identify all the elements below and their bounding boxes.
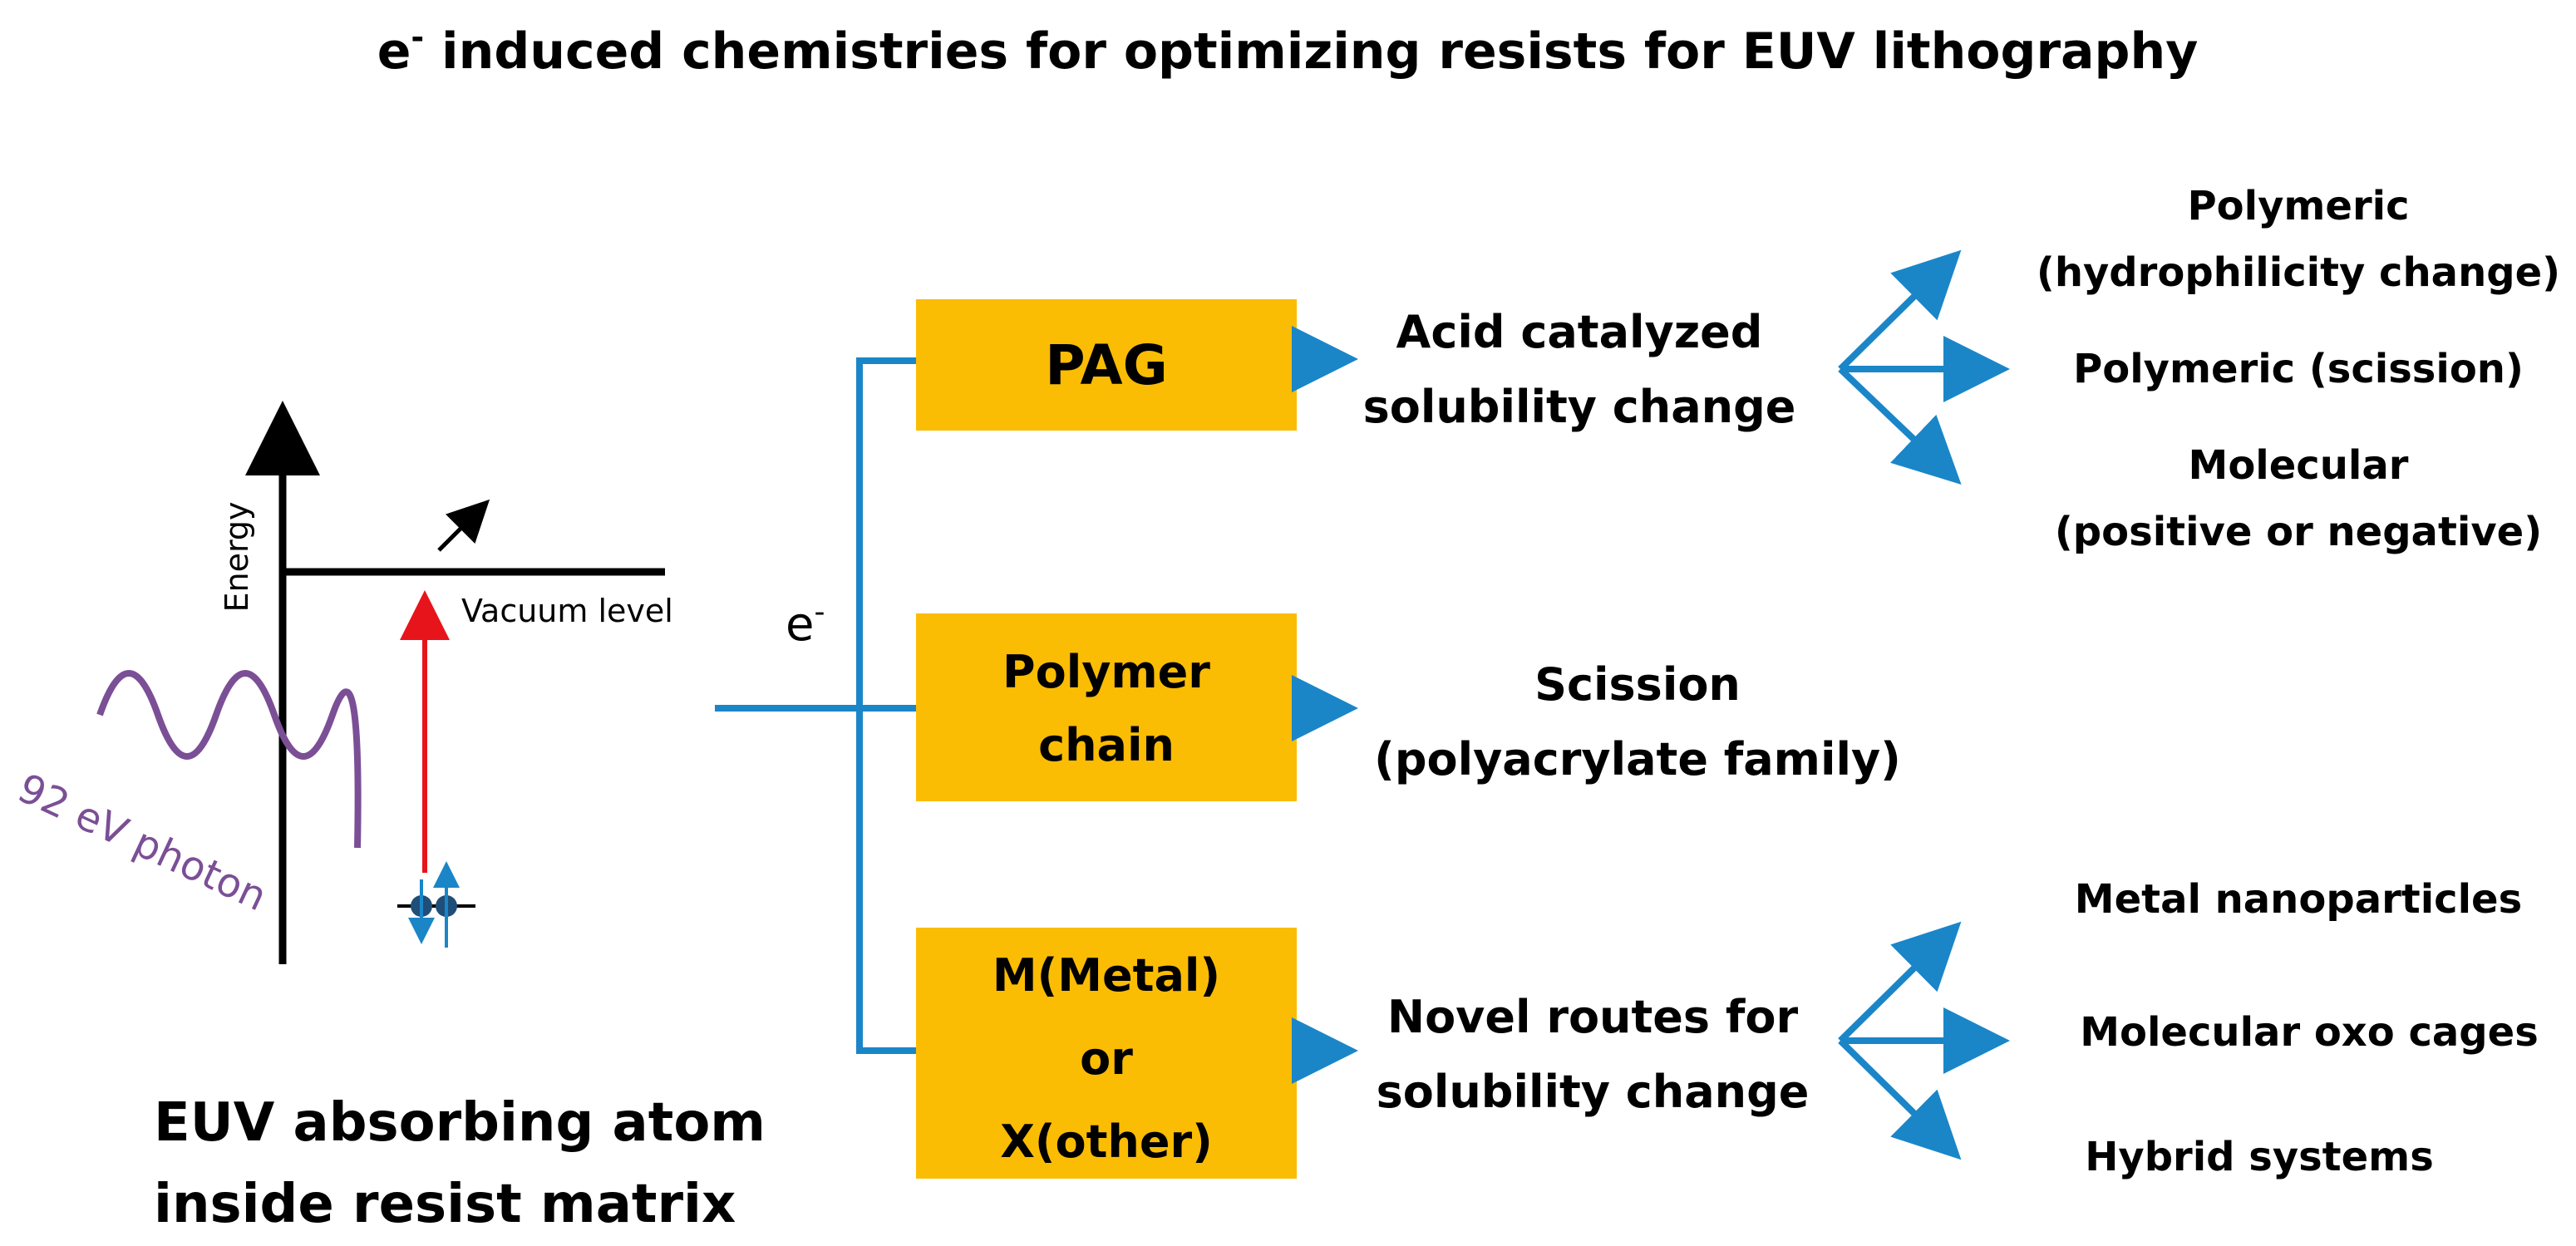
absorber-caption-line2: inside resist matrix (154, 1174, 736, 1235)
box-metal-line2: or (1080, 1032, 1133, 1085)
box-metal-rect (916, 928, 1297, 1179)
ejected-electron-arrow (437, 499, 490, 552)
energy-diagram: Energy Vacuum level 92 eV photon EUV abs… (11, 401, 766, 1235)
box-polymer-line1: Polymer (1002, 646, 1210, 698)
title-superscript: - (411, 19, 424, 56)
electron-label: e- (786, 595, 825, 652)
box-metal: M(Metal) or X(other) (916, 928, 1297, 1179)
fan-arrows-novel (1838, 921, 2010, 1160)
electron-tree: e- (715, 357, 923, 1054)
outcome-acid-2: Polymeric (scission) (2073, 346, 2524, 392)
box-polymer-line2: chain (1038, 719, 1175, 771)
mechanism-acid-line1: Acid catalyzed (1396, 306, 1763, 358)
box-polymer-chain: Polymer chain (916, 613, 1297, 801)
fan-novel-up (1838, 921, 1962, 1043)
photon-wave (96, 670, 362, 849)
box-polymer-rect (916, 613, 1297, 801)
mechanism-scission-line2: (polyacrylate family) (1374, 733, 1901, 786)
box-pag-rect (916, 299, 1297, 431)
fan-arrows-acid (1838, 249, 2010, 485)
mechanism-novel-line2: solubility change (1377, 1066, 1810, 1118)
mechanism-novel-line1: Novel routes for (1387, 991, 1799, 1043)
photon-label: 92 eV photon (11, 765, 273, 920)
box-metal-line3: X(other) (1000, 1115, 1213, 1168)
mechanism-acid-line2: solubility change (1363, 381, 1796, 433)
mechanism-scission-line1: Scission (1534, 658, 1741, 711)
outcome-acid-1-line1: Polymeric (2187, 183, 2409, 229)
outcome-novel-2: Molecular oxo cages (2080, 1009, 2539, 1056)
outcome-acid-1-line2: (hydrophilicity change) (2037, 249, 2560, 296)
outcome-acid-3-line2: (positive or negative) (2055, 509, 2542, 555)
title-e-symbol: e (377, 22, 411, 81)
energy-axis-label: Energy (219, 501, 255, 612)
title-text: induced chemistries for optimizing resis… (424, 22, 2198, 81)
outcome-acid-3-line1: Molecular (2189, 442, 2409, 489)
box-metal-line1: M(Metal) (992, 949, 1220, 1002)
absorber-caption-line1: EUV absorbing atom (154, 1092, 766, 1154)
vacuum-level-label: Vacuum level (461, 593, 673, 629)
fan-novel-down (1838, 1038, 1962, 1160)
fan-acid-down (1838, 367, 1962, 485)
fan-acid-up (1838, 249, 1962, 372)
box-pag: PAG (916, 299, 1297, 431)
box-pag-label: PAG (1045, 333, 1168, 397)
outcome-novel-1: Metal nanoparticles (2075, 876, 2522, 923)
outcome-novel-3: Hybrid systems (2085, 1134, 2434, 1180)
page-title: e- induced chemistries for optimizing re… (377, 19, 2199, 81)
